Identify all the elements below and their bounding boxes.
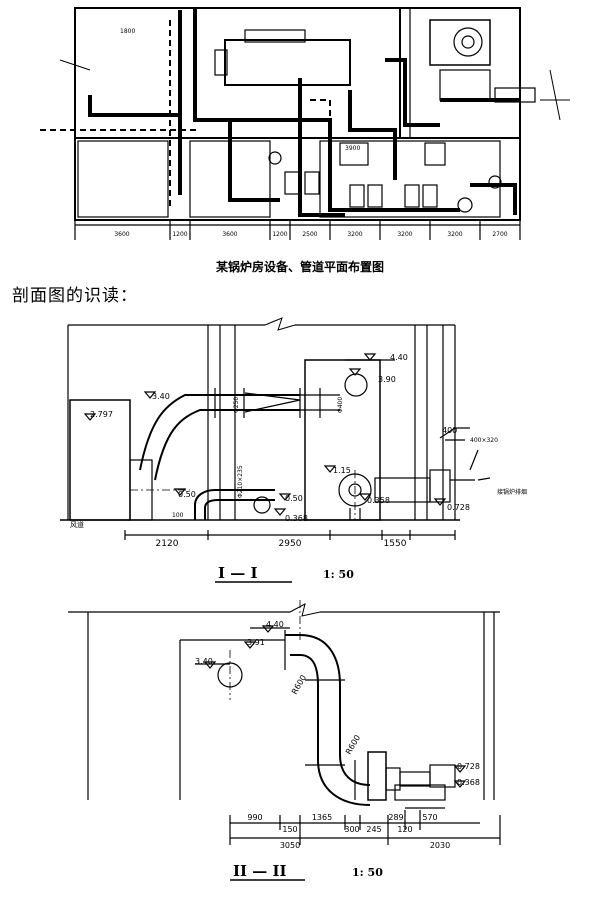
s2-dim-570: 570	[422, 813, 437, 822]
s2-dim-120: 120	[397, 825, 412, 834]
s2-dim-2030: 2030	[430, 841, 450, 850]
section-2-title: II — II	[233, 862, 287, 880]
plan-dim-5: 3200	[347, 231, 362, 238]
section-2-drawing: 4.40 3.91 3.40 0.728 0.368 R600 R600 990…	[68, 600, 501, 881]
s2-dim-1365: 1365	[312, 813, 332, 822]
s2-dim-990: 990	[247, 813, 262, 822]
s2-radius-2: R600	[344, 733, 362, 756]
s1-level-2797: 2.797	[90, 410, 113, 419]
s1-duct-size: 400×320	[470, 437, 498, 444]
s1-level-0358: 0.358	[367, 496, 390, 505]
s1-dim-400: 400	[442, 426, 457, 435]
plan-dim-6: 3200	[397, 231, 412, 238]
s2-level-391: 3.91	[247, 638, 265, 647]
s2-level-340: 3.40	[195, 657, 213, 666]
s1-pipe-phi400: Φ400	[337, 397, 344, 413]
plan-small-labels: 1800 3900	[120, 28, 360, 152]
s2-dim-150: 150	[282, 825, 297, 834]
plan-dim-1: 1200	[172, 231, 187, 238]
s2-level-0368: 0.368	[457, 778, 480, 787]
s1-level-340: 3.40	[152, 392, 170, 401]
s2-dim-289: 289	[388, 813, 403, 822]
s2-level-0728: 0.728	[457, 762, 480, 771]
s1-level-390: 3.90	[378, 375, 396, 384]
s1-dim-2950: 2950	[279, 539, 302, 549]
s1-pipe-phi250: Φ250	[233, 397, 240, 413]
s1-dim-2120: 2120	[156, 539, 179, 549]
s2-dim-300: 300	[344, 825, 359, 834]
plan-dim-2: 3600	[222, 231, 237, 238]
s1-floor-label: 风道	[70, 520, 84, 529]
section-1-title: I — I	[218, 564, 258, 582]
s2-level-440: 4.40	[266, 620, 284, 629]
s2-dim-3050: 3050	[280, 841, 300, 850]
s1-pipe-210x235: Φ210×235	[237, 465, 244, 498]
s2-dim-245: 245	[366, 825, 381, 834]
boiler-room-plan: 3600 1200 3600 1200 2500 3200 3200 3200 …	[0, 0, 600, 285]
s1-pipe-label: 接锅炉排烟	[497, 488, 527, 496]
section-2: 4.40 3.91 3.40 0.728 0.368 R600 R600 990…	[0, 600, 600, 900]
section-1: 4.40 3.90 3.40 2.797 1.15 0.50 0.50 0.36…	[0, 310, 600, 590]
s1-level-0728: 0.728	[447, 503, 470, 512]
section-1-drawing: 4.40 3.90 3.40 2.797 1.15 0.50 0.50 0.36…	[60, 317, 527, 583]
section-1-scale: 1: 50	[323, 568, 354, 581]
plan-dim-3: 1200	[272, 231, 287, 238]
section-2-scale: 1: 50	[352, 866, 383, 879]
plan-dim-8: 2700	[492, 231, 507, 238]
s1-level-050a: 0.50	[178, 490, 196, 499]
s1-dim-100: 100	[172, 512, 184, 519]
section-reading-heading: 剖面图的识读：	[12, 286, 138, 306]
plan-dim-7: 3200	[447, 231, 462, 238]
plan-dim-4: 2500	[302, 231, 317, 238]
plan-dimension-labels: 3600 1200 3600 1200 2500 3200 3200 3200 …	[114, 231, 507, 238]
plan-small-1: 3900	[345, 145, 360, 152]
plan-drawing: 3600 1200 3600 1200 2500 3200 3200 3200 …	[40, 7, 570, 240]
s1-level-0368: 0.368	[285, 514, 308, 523]
s2-radius-1: R600	[290, 673, 308, 696]
s1-level-115: 1.15	[333, 466, 351, 475]
plan-small-0: 1800	[120, 28, 135, 35]
s1-dim-1550: 1550	[384, 539, 407, 549]
s1-level-050b: 0.50	[285, 494, 303, 503]
plan-caption: 某锅炉房设备、管道平面布置图	[215, 260, 384, 274]
s1-level-440: 4.40	[390, 353, 408, 362]
plan-dim-0: 3600	[114, 231, 129, 238]
